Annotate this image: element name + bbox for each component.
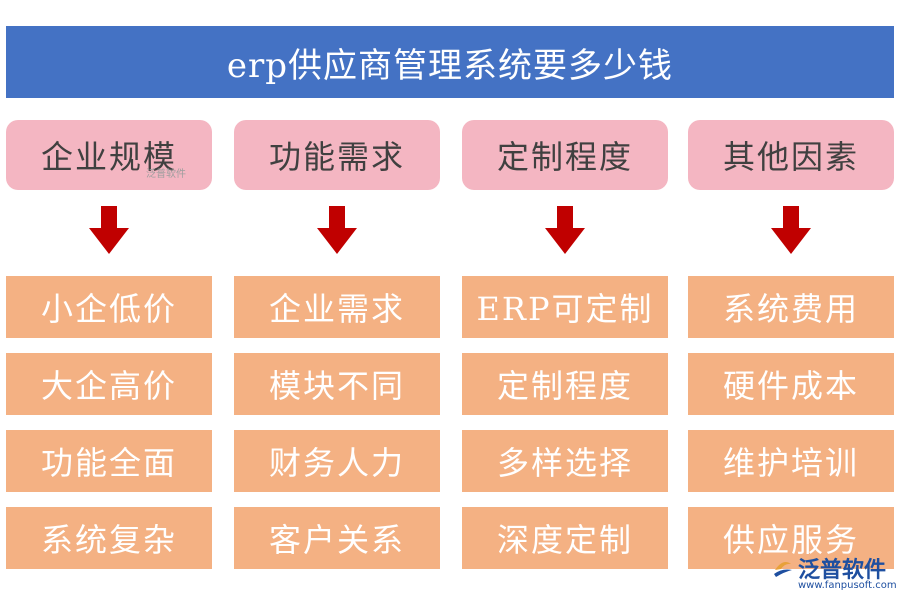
list-item: 硬件成本 — [688, 353, 894, 415]
list-item: 供应服务 — [688, 507, 894, 569]
list-item: 客户关系 — [234, 507, 440, 569]
brand-logo: 泛普软件 www.fanpusoft.com — [768, 550, 897, 596]
list-item: 大企高价 — [6, 353, 212, 415]
list-item: 企业需求 — [234, 276, 440, 338]
logo-name: 泛普软件 — [798, 558, 887, 583]
list-item: 多样选择 — [462, 430, 668, 492]
column-header: 定制程度 — [462, 120, 668, 190]
column-company-size: 企业规模 小企低价 大企高价 功能全面 系统复杂 — [6, 120, 212, 584]
column-other-factors: 其他因素 系统费用 硬件成本 维护培训 供应服务 — [688, 120, 894, 584]
list-item: 系统费用 — [688, 276, 894, 338]
list-item: 维护培训 — [688, 430, 894, 492]
diagram-title: erp供应商管理系统要多少钱 — [226, 45, 674, 86]
logo-icon — [774, 562, 792, 577]
list-item: 模块不同 — [234, 353, 440, 415]
down-arrow-icon — [462, 190, 668, 276]
logo-url: www.fanpusoft.com — [798, 580, 897, 591]
list-item: 功能全面 — [6, 430, 212, 492]
list-item: 定制程度 — [462, 353, 668, 415]
column-header: 功能需求 — [234, 120, 440, 190]
column-header: 其他因素 — [688, 120, 894, 190]
list-item: ERP可定制 — [462, 276, 668, 338]
list-item: 系统复杂 — [6, 507, 212, 569]
list-item: 深度定制 — [462, 507, 668, 569]
down-arrow-icon — [6, 190, 212, 276]
list-item: 财务人力 — [234, 430, 440, 492]
column-customization: 定制程度 ERP可定制 定制程度 多样选择 深度定制 — [462, 120, 668, 584]
down-arrow-icon — [234, 190, 440, 276]
column-feature-needs: 功能需求 企业需求 模块不同 财务人力 客户关系 — [234, 120, 440, 584]
title-bar: erp供应商管理系统要多少钱 — [6, 26, 894, 98]
down-arrow-icon — [688, 190, 894, 276]
list-item: 小企低价 — [6, 276, 212, 338]
watermark-small: 泛普软件 — [146, 169, 186, 180]
column-header: 企业规模 — [6, 120, 212, 190]
